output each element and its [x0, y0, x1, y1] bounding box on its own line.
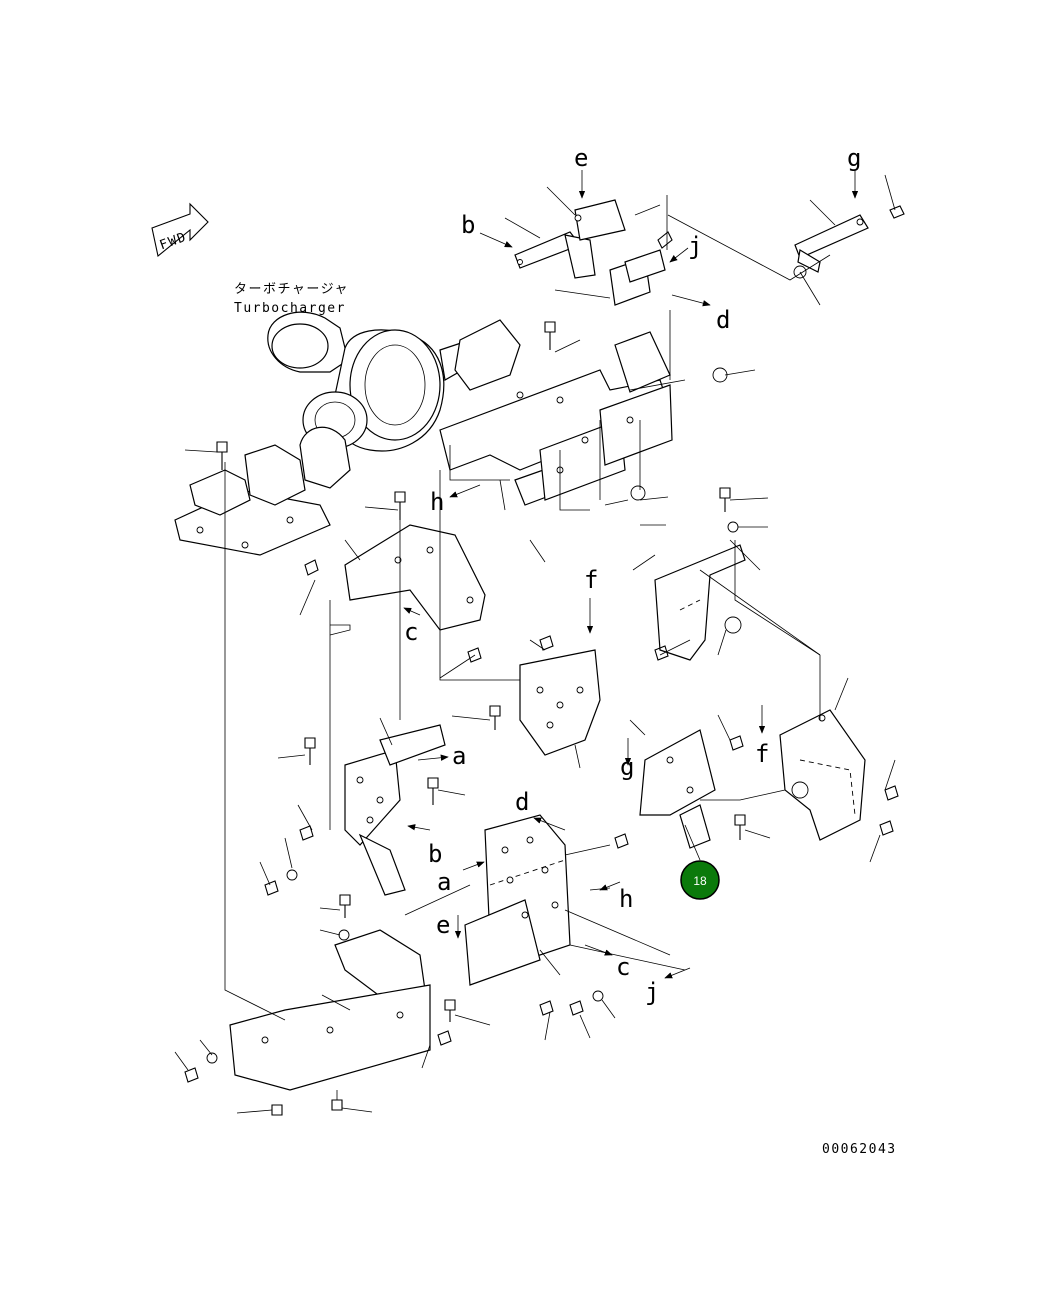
heat-shield-c — [344, 524, 486, 631]
bolts — [184, 205, 905, 1116]
ref-letter-j-low: j — [645, 978, 659, 1006]
ref-letter-e-top: e — [574, 144, 588, 172]
ref-letter-d-mid: d — [515, 788, 529, 816]
center-large-bracket — [464, 814, 571, 986]
fwd-arrow-icon: FWD — [151, 202, 209, 257]
ref-letter-j-top: j — [688, 232, 702, 260]
ref-letter-f-mid: f — [584, 566, 598, 594]
lower-left-bracket — [229, 929, 431, 1091]
top-bracket-j — [609, 249, 666, 306]
right-upper-bracket — [654, 544, 746, 661]
upper-bracket-plate — [439, 319, 673, 506]
top-bracket-b — [514, 199, 626, 279]
fwd-label: FWD — [158, 230, 189, 254]
ref-letter-c-mid: c — [404, 618, 418, 646]
ref-letter-d-top: d — [716, 306, 730, 334]
turbo-label-jp: ターボチャージャ — [234, 282, 349, 297]
drawing-number: 00062043 — [822, 1142, 897, 1157]
right-lower-bracket — [779, 709, 866, 841]
badge-number: 18 — [693, 874, 707, 888]
reference-letters: e g b j d h c f f g a b d a e h c j — [404, 144, 861, 1006]
ref-letter-h-top: h — [430, 488, 444, 516]
top-bracket-g — [794, 214, 869, 273]
ref-letter-a-mid: a — [452, 742, 466, 770]
turbo-label-en: Turbocharger — [234, 301, 346, 316]
reference-arrows — [403, 170, 859, 979]
part-number-badge[interactable]: 18 — [680, 860, 720, 900]
ref-letter-b-top: b — [461, 211, 475, 239]
exhaust-manifold — [174, 444, 331, 556]
center-bracket-g — [639, 729, 716, 849]
ref-letter-b-mid: b — [428, 840, 442, 868]
middle-bracket-f — [519, 649, 601, 756]
ref-letter-g-top: g — [847, 144, 861, 172]
ref-letter-a-low: a — [437, 868, 451, 896]
left-bracket-a — [344, 724, 446, 896]
ref-letter-c-low: c — [616, 953, 630, 981]
ref-letter-g-mid: g — [620, 753, 634, 781]
ref-letter-f-right: f — [755, 740, 769, 768]
leader-lines — [174, 174, 896, 1114]
ref-letter-e-low: e — [436, 911, 450, 939]
ref-letter-h-low: h — [619, 885, 633, 913]
